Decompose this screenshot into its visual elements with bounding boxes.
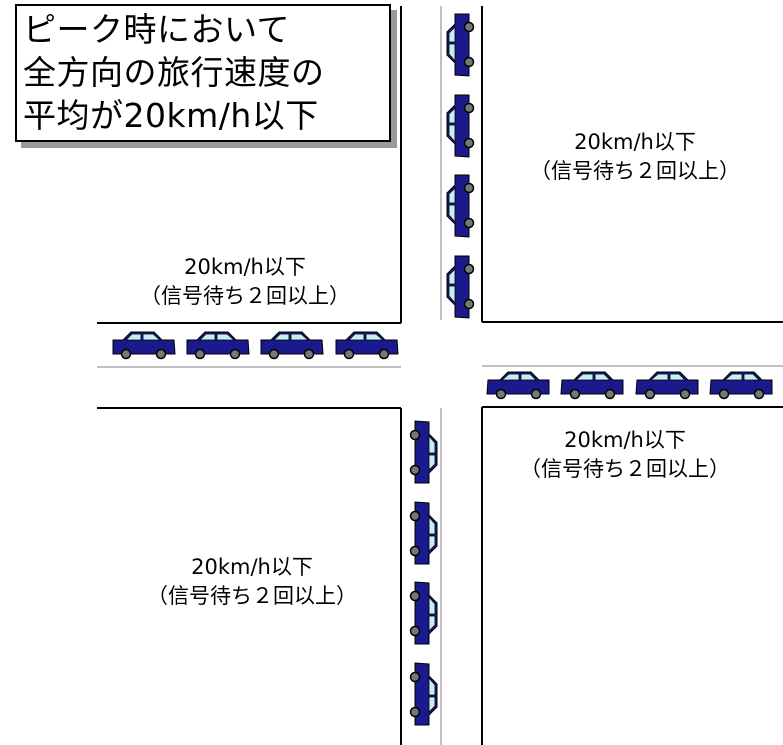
title-line-1: ピーク時において bbox=[23, 10, 291, 49]
car bbox=[635, 371, 699, 400]
zone-label-top-left: 20km/h以下 （信号待ち２回以上） bbox=[110, 253, 380, 311]
zone-speed: 20km/h以下 bbox=[191, 555, 313, 579]
zone-speed: 20km/h以下 bbox=[574, 130, 696, 154]
car bbox=[560, 371, 624, 400]
car bbox=[446, 13, 475, 77]
car-queue-east bbox=[486, 371, 773, 400]
car-queue-south-arm bbox=[409, 420, 438, 726]
zone-speed: 20km/h以下 bbox=[564, 428, 686, 452]
car bbox=[446, 174, 475, 238]
car bbox=[409, 581, 438, 645]
car-queue-north-arm bbox=[446, 13, 475, 319]
car bbox=[409, 501, 438, 565]
zone-signal: （信号待ち２回以上） bbox=[140, 284, 350, 308]
lane-lines bbox=[97, 6, 783, 745]
zone-label-top-right: 20km/h以下 （信号待ち２回以上） bbox=[500, 128, 770, 186]
car bbox=[709, 371, 773, 400]
title-box: ピーク時において 全方向の旅行速度の 平均が20km/h以下 bbox=[15, 4, 391, 142]
title-line-2: 全方向の旅行速度の bbox=[23, 53, 325, 92]
car bbox=[446, 255, 475, 319]
road-edges bbox=[97, 6, 783, 745]
title-line-3: 平均が20km/h以下 bbox=[23, 96, 319, 135]
zone-speed: 20km/h以下 bbox=[184, 255, 306, 279]
car bbox=[186, 331, 250, 360]
car bbox=[260, 331, 324, 360]
zone-label-bottom-right: 20km/h以下 （信号待ち２回以上） bbox=[490, 426, 760, 484]
zone-label-bottom-left: 20km/h以下 （信号待ち２回以上） bbox=[117, 553, 387, 611]
zone-signal: （信号待ち２回以上） bbox=[520, 457, 730, 481]
zone-signal: （信号待ち２回以上） bbox=[530, 159, 740, 183]
car bbox=[409, 420, 438, 484]
zone-signal: （信号待ち２回以上） bbox=[147, 584, 357, 608]
car bbox=[486, 371, 550, 400]
car bbox=[112, 331, 176, 360]
car-queue-west bbox=[112, 331, 399, 360]
car bbox=[335, 331, 399, 360]
car bbox=[446, 94, 475, 158]
car bbox=[409, 662, 438, 726]
